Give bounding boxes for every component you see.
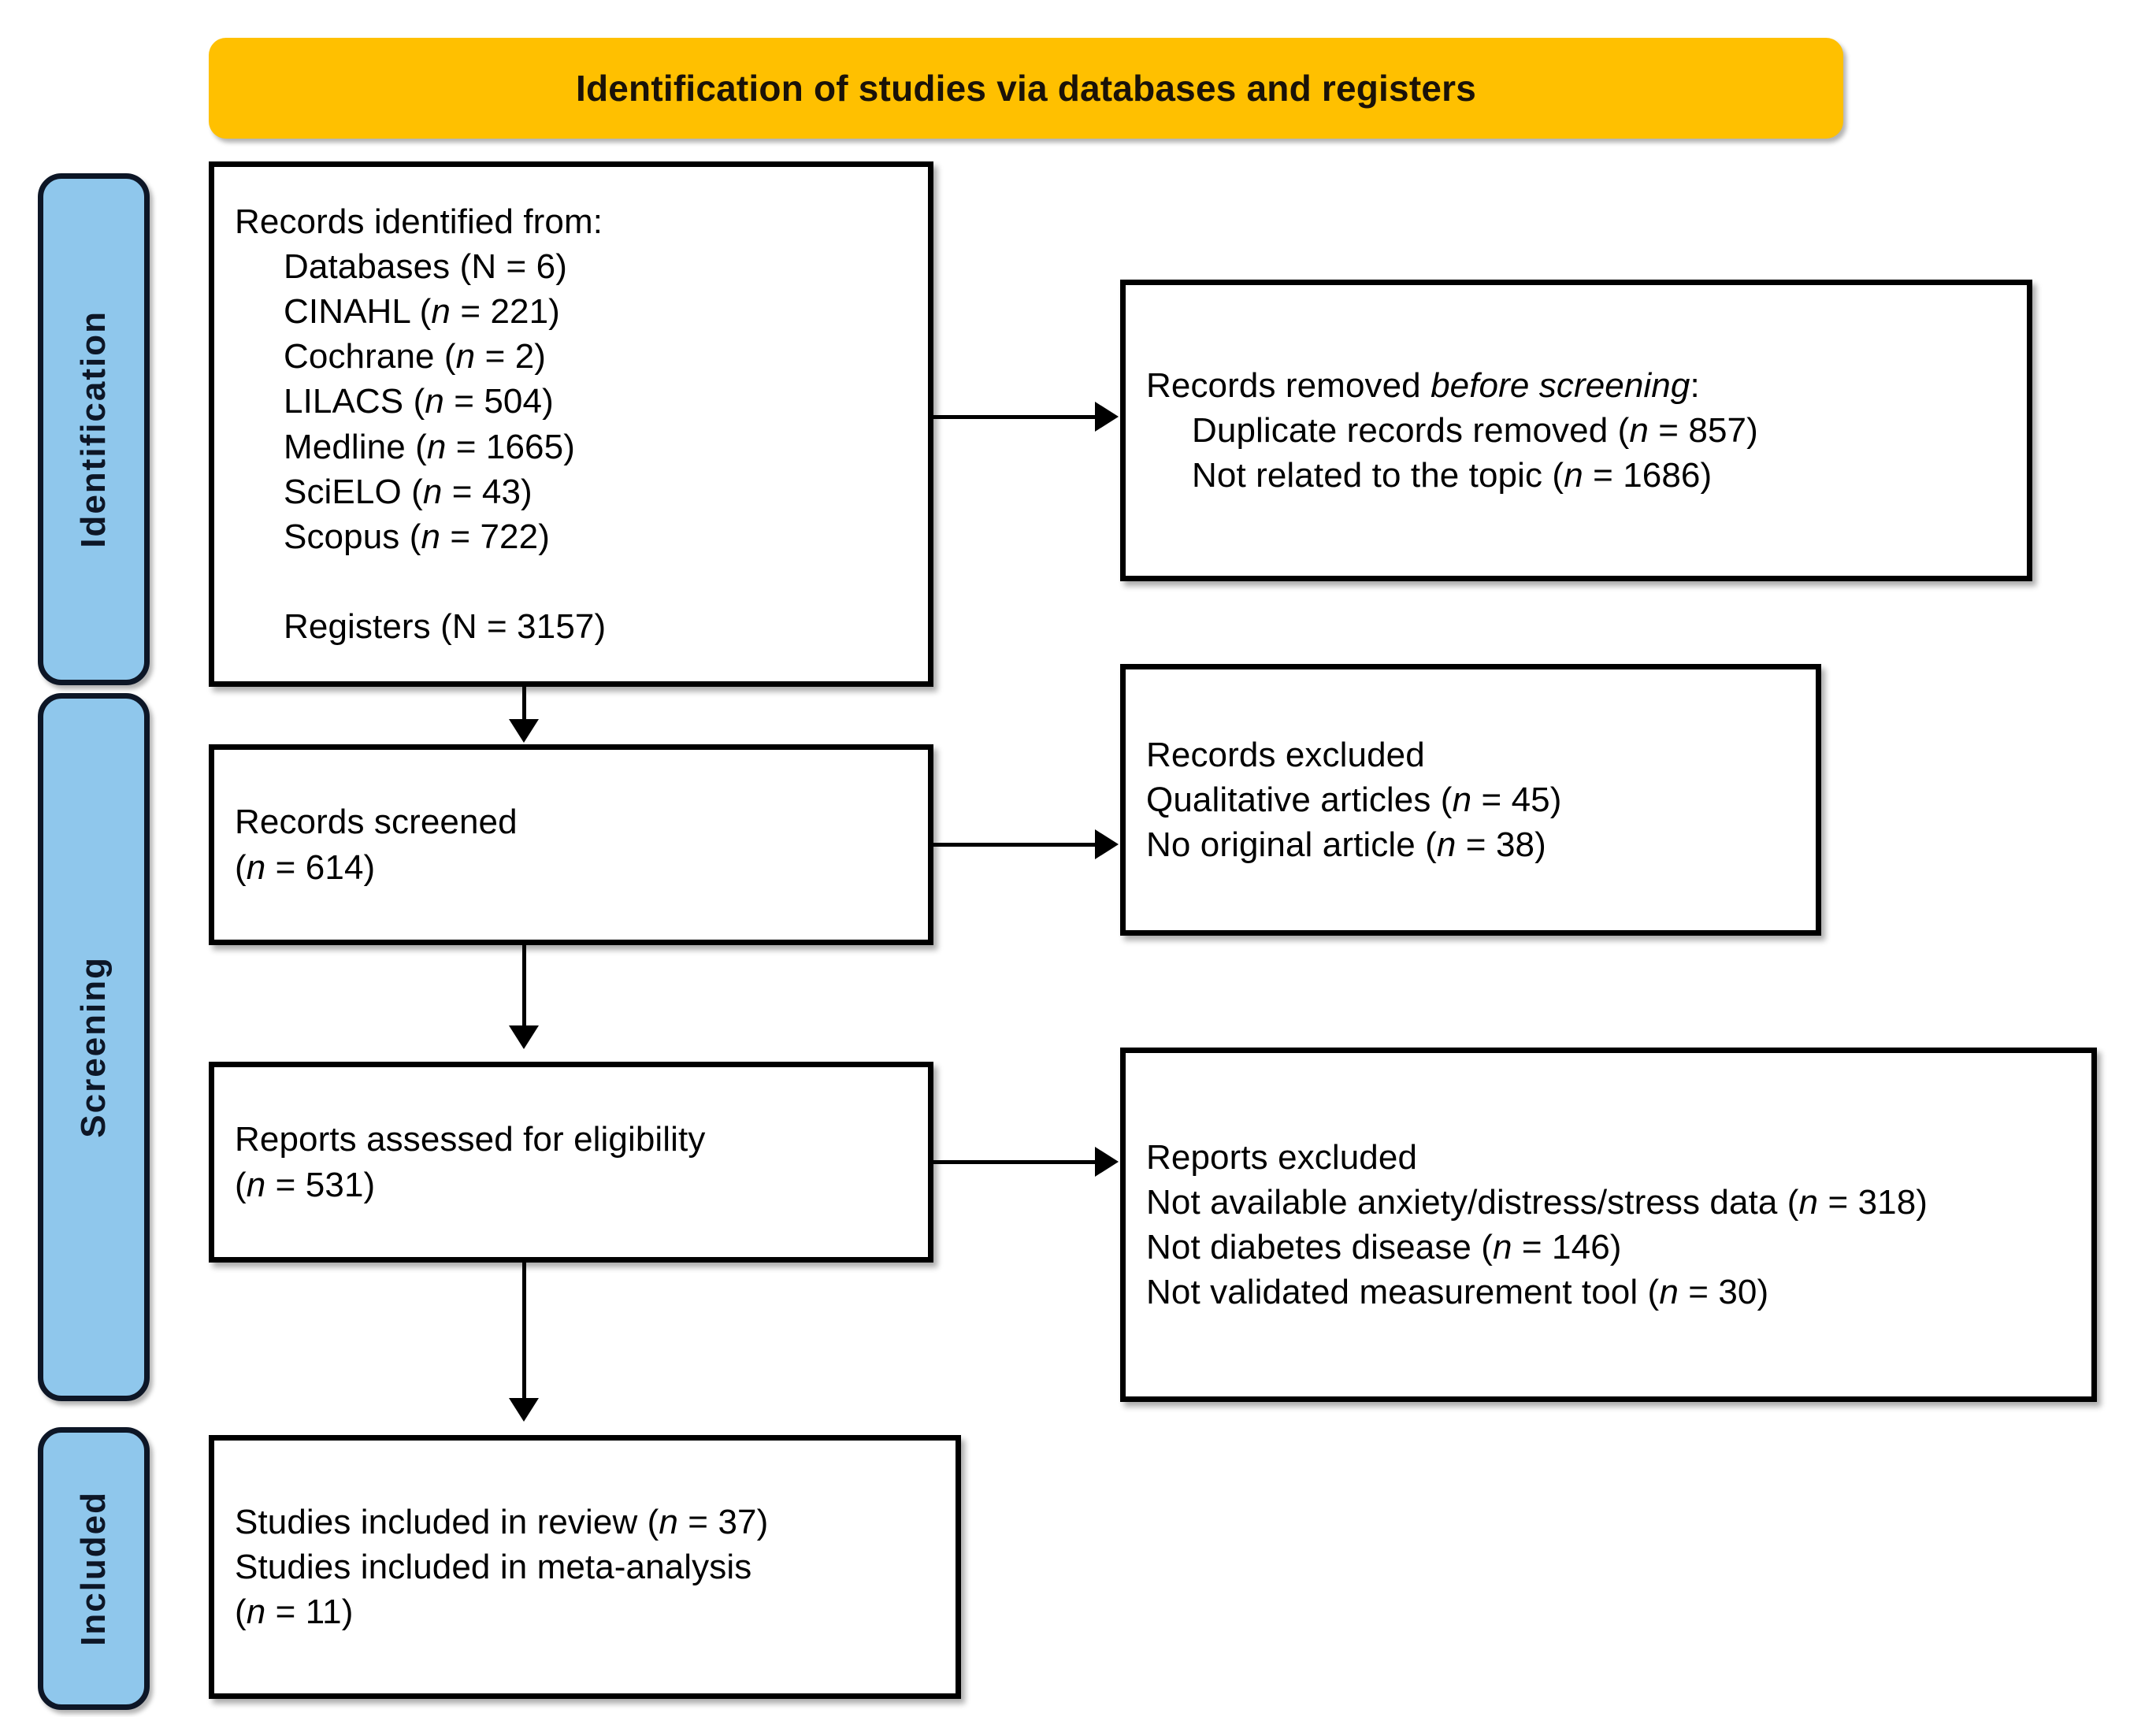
- records-screened-label: Records screened: [235, 803, 518, 842]
- stage-included: Included: [38, 1427, 150, 1710]
- source-cinahl: CINAHL (n = 221): [284, 291, 560, 331]
- stage-screening-label: Screening: [74, 956, 113, 1138]
- reports-assessed-label: Reports assessed for eligibility: [235, 1120, 706, 1159]
- studies-included-meta-label: Studies included in meta-analysis: [235, 1547, 752, 1586]
- arrowhead-screened-to-eligibility: [509, 1025, 539, 1049]
- records-screened-count: (n = 614): [235, 847, 376, 887]
- source-scopus: Scopus (n = 722): [284, 517, 550, 556]
- connector-eligibility-to-included: [522, 1263, 526, 1400]
- studies-included-review: Studies included in review (n = 37): [235, 1502, 769, 1541]
- connector-identified-to-removed: [933, 415, 1097, 419]
- box-studies-included: Studies included in review (n = 37) Stud…: [209, 1435, 961, 1699]
- studies-included-meta-count: (n = 11): [235, 1593, 354, 1632]
- removed-not-related-topic: Not related to the topic (n = 1686): [1192, 456, 1713, 495]
- source-medline: Medline (n = 1665): [284, 427, 575, 466]
- stage-identification: Identification: [38, 173, 150, 685]
- box-records-removed-before-screening: Records removed before screening: Duplic…: [1120, 280, 2032, 581]
- excluded-qualitative-articles: Qualitative articles (n = 45): [1146, 780, 1562, 819]
- arrowhead-screened-to-excluded: [1095, 829, 1119, 859]
- diagram-title: Identification of studies via databases …: [575, 68, 1477, 109]
- excluded-not-diabetes: Not diabetes disease (n = 146): [1146, 1228, 1622, 1266]
- source-cochrane: Cochrane (n = 2): [284, 337, 547, 376]
- excluded-not-validated-tool: Not validated measurement tool (n = 30): [1146, 1273, 1769, 1312]
- source-scielo: SciELO (n = 43): [284, 472, 533, 511]
- stage-screening: Screening: [38, 693, 150, 1401]
- arrowhead-identified-to-screened: [509, 719, 539, 743]
- reports-assessed-count: (n = 531): [235, 1165, 376, 1204]
- arrowhead-eligibility-to-reports-excluded: [1095, 1147, 1119, 1177]
- arrowhead-eligibility-to-included: [509, 1398, 539, 1422]
- removed-duplicate-records: Duplicate records removed (n = 857): [1192, 410, 1758, 450]
- excluded-no-anxiety-data: Not available anxiety/distress/stress da…: [1146, 1182, 1928, 1222]
- reports-excluded-heading: Reports excluded: [1146, 1137, 1418, 1177]
- box-records-identified: Records identified from: Databases (N = …: [209, 161, 933, 687]
- spacer-line: [235, 559, 907, 604]
- diagram-title-banner: Identification of studies via databases …: [209, 38, 1843, 139]
- connector-eligibility-to-reports-excluded: [933, 1160, 1097, 1164]
- excluded-no-original-article: No original article (n = 38): [1146, 825, 1546, 865]
- source-registers: Registers (N = 3157): [284, 607, 607, 647]
- records-identified-heading: Records identified from:: [235, 202, 603, 241]
- box-reports-assessed-eligibility: Reports assessed for eligibility (n = 53…: [209, 1062, 933, 1263]
- source-lilacs: LILACS (n = 504): [284, 382, 554, 421]
- box-records-excluded: Records excluded Qualitative articles (n…: [1120, 664, 1821, 936]
- stage-identification-label: Identification: [74, 310, 113, 548]
- box-reports-excluded: Reports excluded Not available anxiety/d…: [1120, 1048, 2097, 1402]
- records-excluded-heading: Records excluded: [1146, 735, 1425, 774]
- connector-identified-to-screened: [522, 687, 526, 722]
- arrowhead-identified-to-removed: [1095, 402, 1119, 432]
- source-databases: Databases (N = 6): [284, 247, 567, 286]
- connector-screened-to-excluded: [933, 843, 1097, 847]
- box-records-screened: Records screened (n = 614): [209, 744, 933, 945]
- connector-screened-to-eligibility: [522, 945, 526, 1028]
- stage-included-label: Included: [74, 1491, 113, 1646]
- records-removed-heading: Records removed before screening:: [1146, 365, 1700, 405]
